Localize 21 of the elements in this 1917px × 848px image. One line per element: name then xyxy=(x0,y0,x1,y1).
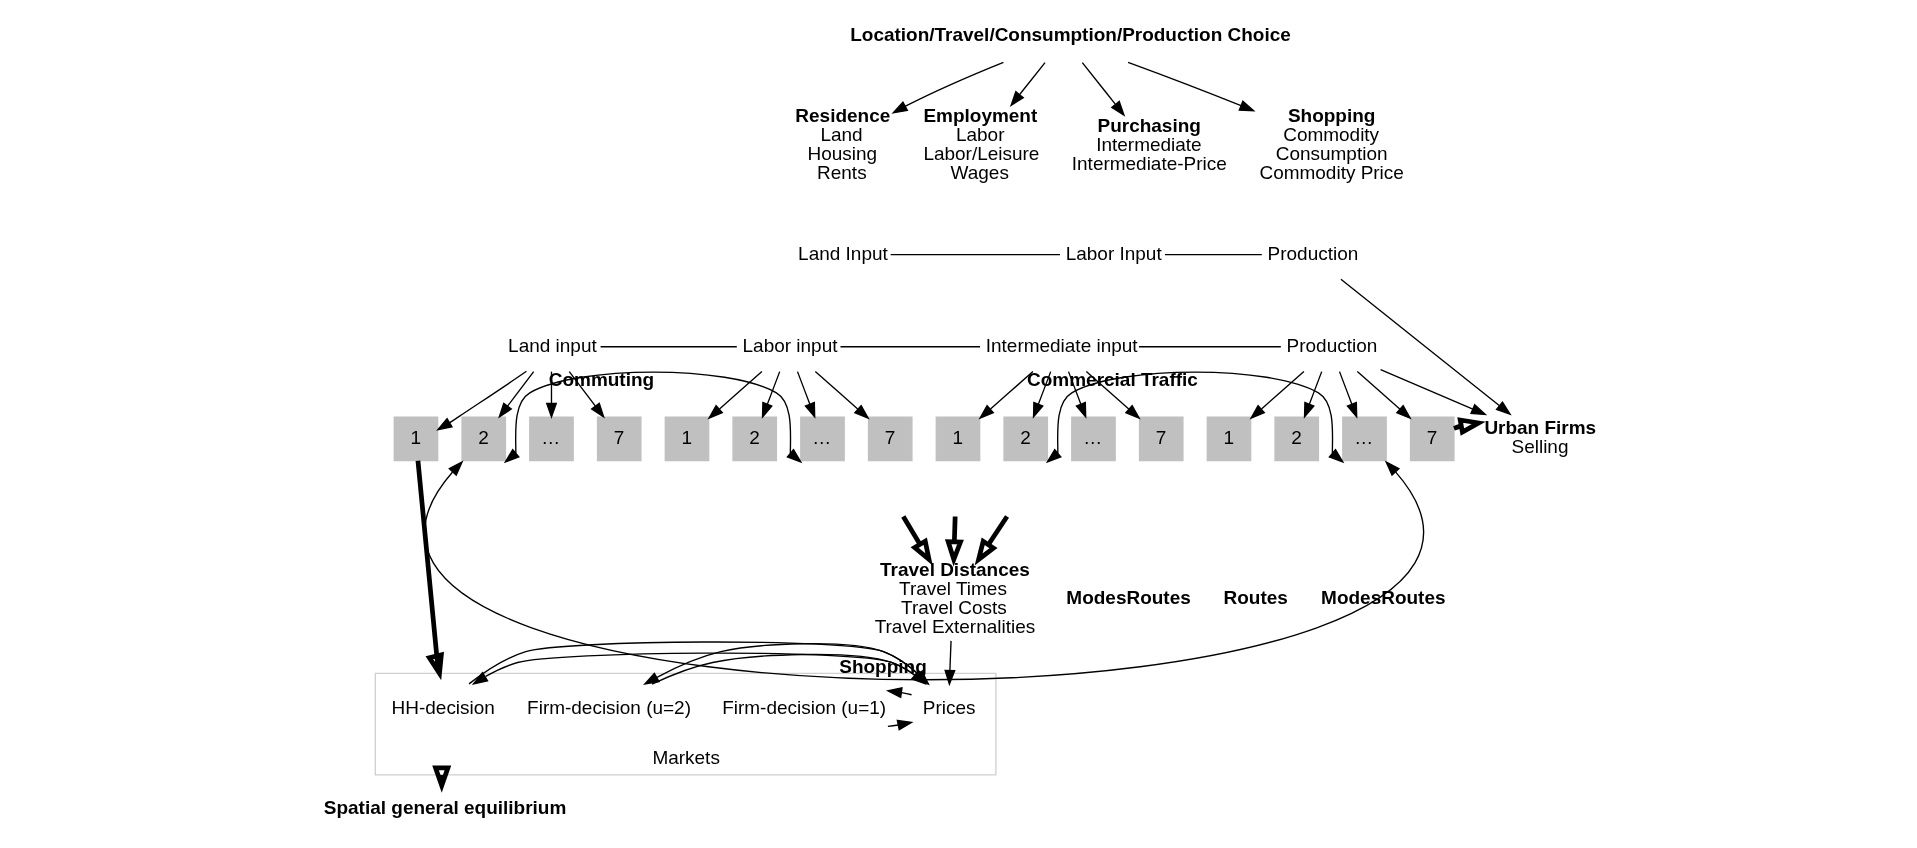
node-text: Purchasing Intermediate Intermediate-Price xyxy=(1071,114,1227,174)
label: Routes xyxy=(1223,586,1288,608)
node-text: Spatial general equilibrium xyxy=(323,796,566,818)
node-text: Labor Input xyxy=(1065,242,1162,264)
label: ModesRoutes xyxy=(1065,586,1191,608)
node-text: Urban Firms Selling xyxy=(1483,416,1596,457)
node-text: Travel Distances Travel Times Travel Costs Travel Externalities xyxy=(874,559,1035,637)
node-text: HH-decision xyxy=(391,696,495,718)
node-text: Employment Labor Labor/Leisure Wages xyxy=(922,105,1039,184)
node-text: Shopping Commodity Consumption Commodity Price xyxy=(1258,105,1404,184)
node-text: Labor input xyxy=(742,334,837,356)
node-text: Prices xyxy=(922,696,975,718)
node-text: Firm-decision (u=1) xyxy=(721,696,886,718)
node-text: Firm-decision (u=2) xyxy=(526,696,691,718)
node-text: Intermediate input xyxy=(985,334,1138,356)
node-text: Land input xyxy=(507,334,597,356)
node-text: Production xyxy=(1267,242,1358,264)
node-text: Residence Land Housing Rents xyxy=(794,105,890,184)
node-text: Production xyxy=(1286,334,1377,356)
node-text: Land Input xyxy=(797,242,888,264)
node-text: Location/Travel/Consumption/Production Choice xyxy=(849,24,1291,46)
